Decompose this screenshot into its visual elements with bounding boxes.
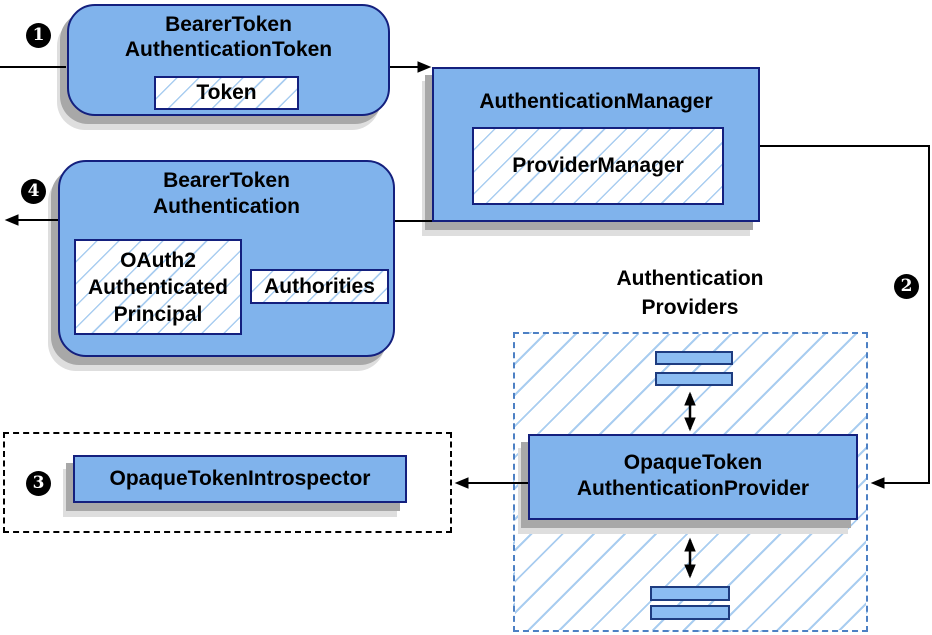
opaque-token-introspector-label: OpaqueTokenIntrospector (109, 467, 371, 490)
principal-line: Authenticated (87, 275, 228, 299)
node-title: AuthenticationManager (434, 69, 758, 114)
introspector-dashed-container (3, 432, 452, 533)
step-number: 1 (32, 25, 45, 45)
authorities-box: Authorities (250, 269, 389, 304)
step-badge-3: 3 (26, 471, 51, 496)
title-line: AuthenticationProvider (576, 477, 810, 500)
title-line: OpaqueToken (623, 451, 763, 474)
title-line: AuthenticationToken (124, 38, 333, 61)
provider-placeholder-bar (655, 351, 733, 365)
token-box: Token (154, 76, 299, 110)
step-badge-4: 4 (21, 179, 46, 204)
providers-label-line: Authentication (616, 267, 764, 290)
principal-line: OAuth2 (120, 248, 196, 272)
provider-manager-box: ProviderManager (472, 127, 724, 205)
step-badge-1: 1 (26, 23, 51, 48)
authentication-providers-region (513, 332, 868, 632)
title-line: BearerToken (165, 13, 292, 36)
provider-placeholder-bar (650, 605, 730, 620)
title-line: Authentication (153, 195, 300, 218)
provider-placeholder-bar (650, 586, 730, 601)
step-number: 4 (27, 181, 40, 201)
step-number: 2 (900, 276, 913, 296)
authorities-label: Authorities (264, 274, 375, 298)
node-title: BearerToken AuthenticationToken (69, 6, 388, 62)
title-line: BearerToken (163, 169, 290, 192)
node-bearer-token-authentication-token: BearerToken AuthenticationToken Token (67, 4, 390, 116)
title-line: AuthenticationManager (479, 90, 713, 113)
step-number: 3 (32, 473, 45, 493)
token-label: Token (196, 81, 257, 104)
node-authentication-manager: AuthenticationManager ProviderManager (432, 67, 760, 222)
node-bearer-token-authentication: BearerToken Authentication OAuth2 Authen… (58, 160, 395, 357)
node-opaque-token-introspector: OpaqueTokenIntrospector (73, 455, 407, 503)
principal-line: Principal (113, 302, 203, 326)
node-opaque-token-authentication-provider: OpaqueToken AuthenticationProvider (528, 434, 858, 520)
providers-label-line: Providers (641, 296, 739, 319)
authentication-providers-label: Authentication Providers (565, 264, 815, 322)
step-badge-2: 2 (894, 274, 919, 299)
provider-placeholder-bar (655, 372, 733, 386)
principal-label: OAuth2 Authenticated Principal (88, 247, 228, 328)
node-title: BearerToken Authentication (60, 162, 393, 220)
provider-manager-label: ProviderManager (512, 154, 684, 177)
node-title: OpaqueToken AuthenticationProvider (530, 436, 856, 502)
oauth2-authenticated-principal-box: OAuth2 Authenticated Principal (74, 239, 242, 335)
